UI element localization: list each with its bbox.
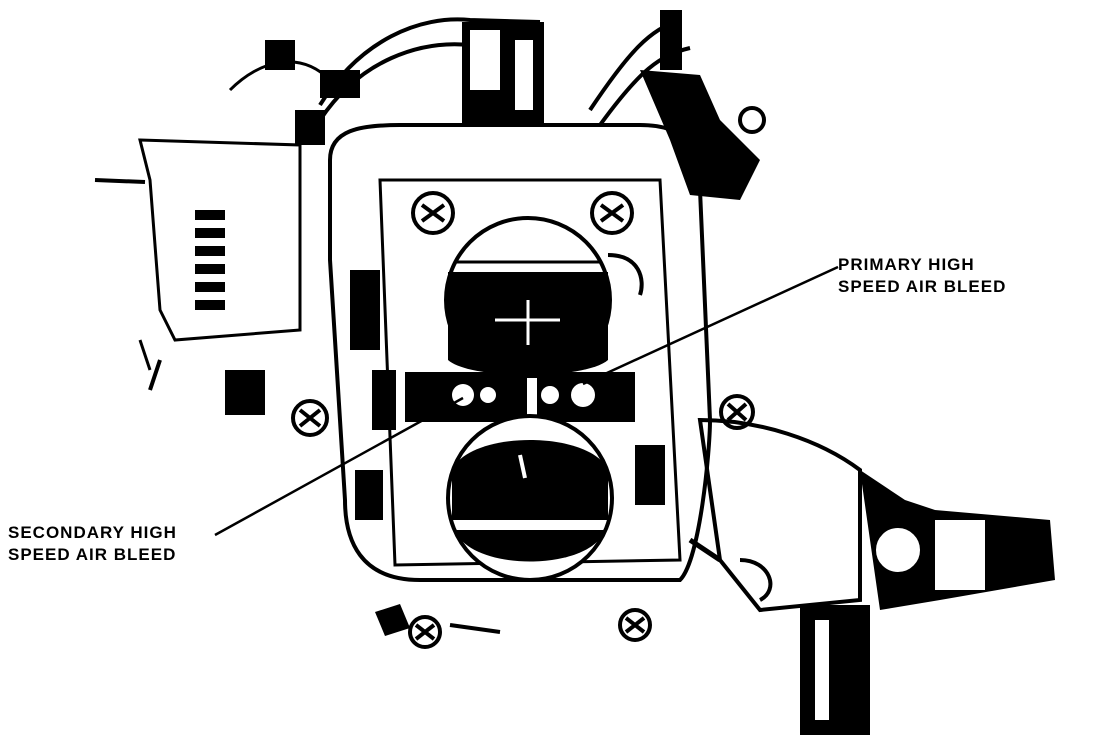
right-top-bracket <box>640 10 766 200</box>
idle-speed-actuator <box>697 417 1055 735</box>
callout-secondary-line2: SPEED AIR BLEED <box>8 545 177 564</box>
mounting-screws <box>291 191 755 649</box>
callout-primary-line2: SPEED AIR BLEED <box>838 277 1007 296</box>
callout-secondary-line1: SECONDARY HIGH <box>8 523 177 542</box>
inner-linkage <box>350 270 665 520</box>
air-bleed-bridge <box>405 372 635 422</box>
bottom-details <box>375 537 722 636</box>
screw-top-left <box>411 191 455 235</box>
top-solenoid <box>462 22 544 126</box>
choke-coil-stripes <box>195 210 225 310</box>
callout-secondary-high-speed-air-bleed: SECONDARY HIGH SPEED AIR BLEED <box>8 522 177 566</box>
left-linkage-assembly <box>94 60 332 391</box>
carburetor-body <box>328 123 713 582</box>
callout-primary-high-speed-air-bleed: PRIMARY HIGH SPEED AIR BLEED <box>838 254 1006 298</box>
primary-venturi <box>444 216 644 384</box>
screw-left <box>291 399 329 437</box>
leader-line-secondary <box>214 396 464 537</box>
leader-line-primary <box>582 265 839 386</box>
screw-top-right <box>590 191 634 235</box>
secondary-venturi <box>446 414 614 582</box>
screw-bottom-left <box>408 615 442 649</box>
screw-bottom-right <box>618 608 652 642</box>
callout-primary-line1: PRIMARY HIGH <box>838 255 975 274</box>
